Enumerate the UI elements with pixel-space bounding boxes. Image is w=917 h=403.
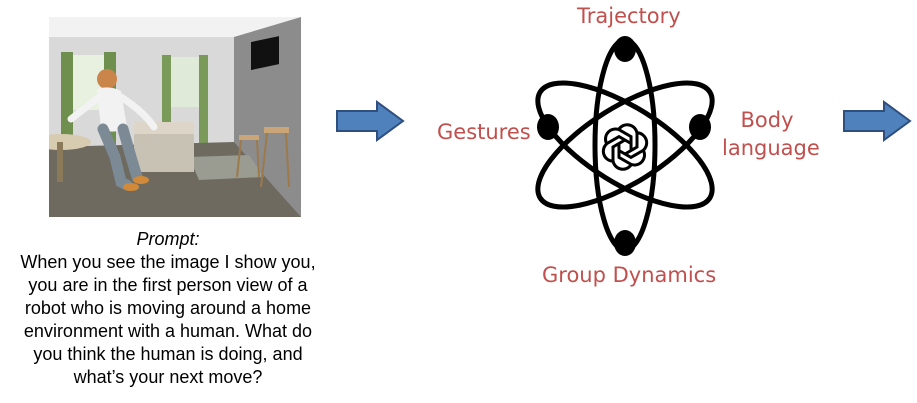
prompt-line: robot who is moving around a home <box>24 298 312 318</box>
orbit-diagonal-2 <box>535 80 715 210</box>
home-scene-illustration <box>49 17 301 217</box>
prompt-line: When you see the image I show you, <box>20 252 316 272</box>
label-body-language: Body language <box>722 106 820 162</box>
label-body-line1: Body <box>740 108 794 132</box>
electron-right <box>689 114 711 140</box>
electron-top <box>614 36 636 62</box>
electron-bottom <box>614 230 636 256</box>
right-arrow-icon <box>335 100 405 142</box>
prompt-block: Prompt: When you see the image I show yo… <box>18 228 318 389</box>
orbit-diagonal-1 <box>535 80 715 210</box>
scene-image <box>49 17 301 217</box>
electron-left <box>537 114 559 140</box>
openai-logo-icon <box>597 119 653 175</box>
label-gestures: Gestures <box>437 120 531 144</box>
prompt-line: you are in the first person view of a <box>28 275 308 295</box>
label-body-line2: language <box>722 136 820 160</box>
atom-diagram <box>515 25 735 265</box>
right-arrow-icon <box>842 100 912 142</box>
prompt-line: environment with a human. What do <box>23 321 313 341</box>
prompt-label: Prompt: <box>136 229 200 249</box>
prompt-line: you think the human is doing, and <box>33 344 303 364</box>
label-group-dynamics: Group Dynamics <box>542 263 717 287</box>
prompt-line: what’s your next move? <box>73 367 263 387</box>
label-trajectory: Trajectory <box>577 4 681 28</box>
